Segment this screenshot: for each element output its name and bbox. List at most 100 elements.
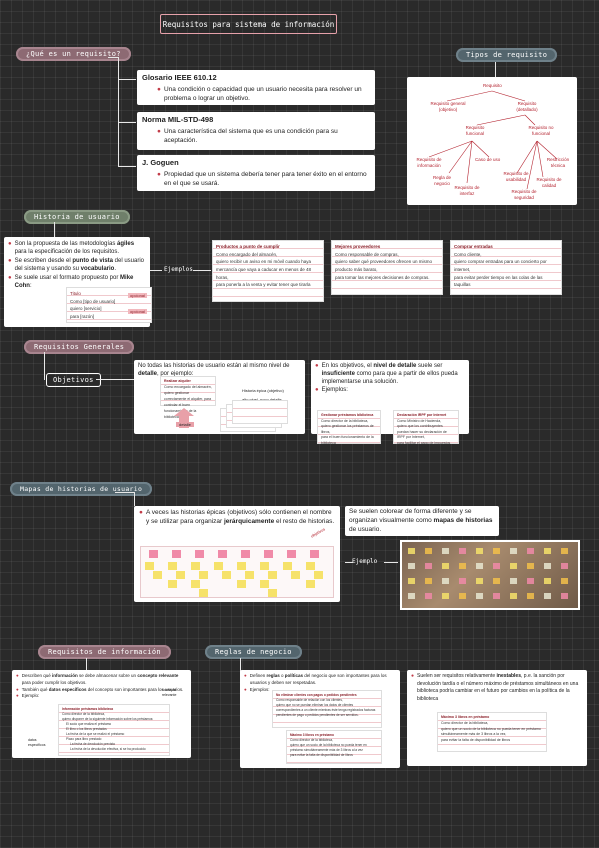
generales-card-ejemplos: ●En los objetivos, el nivel de detalle s… [311, 360, 469, 445]
connector [240, 658, 241, 672]
photo-sticky-note [493, 593, 500, 599]
story-sticky-note [268, 571, 277, 579]
photo-sticky-note [510, 563, 517, 569]
story-sticky-note [199, 571, 208, 579]
def-text: Una condición o capacidad que un usuario… [163, 86, 362, 102]
photo-sticky-note [561, 563, 568, 569]
ejemplos-label: Ejemplos [164, 266, 193, 273]
story-sticky-note [306, 580, 315, 588]
epic-sticky-note [195, 550, 204, 558]
story-sticky-note [191, 562, 200, 570]
epic-sticky-note [172, 550, 181, 558]
photo-sticky-note [425, 578, 432, 584]
story-sticky-note [237, 562, 246, 570]
def-term: Norma MIL-STD-498 [142, 115, 214, 124]
photo-sticky-note [476, 548, 483, 554]
photo-sticky-note [459, 548, 466, 554]
section-pill-informacion: Requisitos de información [38, 645, 171, 659]
story-sticky-note [245, 571, 254, 579]
tipo-general: Requisito general (objetivo) [430, 101, 466, 113]
photo-sticky-note [527, 578, 534, 584]
photo-sticky-note [561, 593, 568, 599]
photo-sticky-note [527, 548, 534, 554]
photo-sticky-note [408, 578, 415, 584]
tag-opcional: opcional [128, 309, 147, 315]
def-card-mil: Norma MIL-STD-498 ●Una característica de… [137, 112, 375, 150]
story-sticky-note [145, 562, 154, 570]
page-title: Requisitos para sistema de información [162, 19, 335, 29]
connector [150, 270, 162, 271]
objetivos-pill: Objetivos [46, 373, 101, 387]
mini-detail-card [232, 400, 288, 424]
photo-sticky-note [442, 563, 449, 569]
photo-sticky-note [544, 593, 551, 599]
section-pill-mapas: Mapas de historias de usuario [10, 482, 153, 496]
story-sticky-note [283, 562, 292, 570]
connector [108, 57, 118, 58]
photo-sticky-note [510, 548, 517, 554]
photo-sticky-note [442, 593, 449, 599]
story-sticky-note [291, 571, 300, 579]
story-sticky-note [199, 589, 208, 597]
objetivos-tag: objetivos [309, 526, 326, 539]
story-map-illustration [140, 546, 334, 598]
photo-sticky-note [544, 578, 551, 584]
page-title-box: Requisitos para sistema de información [160, 14, 337, 34]
mapas-card-epicas: ●A veces las historias épicas (objetivos… [134, 506, 340, 602]
ejemplo-label: Ejemplo [352, 558, 378, 565]
epic-sticky-note [218, 550, 227, 558]
story-sticky-note [306, 562, 315, 570]
story-sticky-note [268, 589, 277, 597]
photo-sticky-note [442, 578, 449, 584]
section-pill-reglas: Reglas de negocio [205, 645, 302, 659]
connector [495, 62, 496, 77]
tipos-diagram: Requisito Requisito general (objetivo) R… [407, 77, 577, 205]
informacion-card: ●Describen qué información se debe almac… [12, 670, 191, 758]
photo-sticky-note [408, 548, 415, 554]
epic-sticky-note [149, 550, 158, 558]
photo-sticky-note [442, 548, 449, 554]
story-sticky-note [314, 571, 323, 579]
tipo-funcional: Requisito funcional [465, 125, 485, 137]
historia-bullets: ●Son la propuesta de las metodologías ág… [4, 237, 152, 327]
reglas-card: ●Definen reglas o políticas del negocio … [240, 670, 400, 768]
epic-sticky-note [287, 550, 296, 558]
photo-sticky-note [459, 578, 466, 584]
photo-sticky-note [476, 578, 483, 584]
detalle-label: detalle [176, 422, 194, 428]
example-card-entradas: Comprar entradas Como cliente, quiero co… [450, 240, 562, 295]
reglas-inestables-card: ●Suelen ser requisitos relativamente ine… [407, 670, 587, 766]
photo-sticky-note [493, 548, 500, 554]
concepto-label: concepto relevante [162, 688, 177, 698]
datos-label: datos específicos [28, 738, 46, 748]
photo-sticky-note [493, 563, 500, 569]
section-pill-tipos: Tipos de requisito [456, 48, 558, 62]
connector [118, 57, 119, 167]
photo-sticky-note [476, 593, 483, 599]
section-pill-generales: Requisitos Generales [24, 340, 135, 354]
tipo-nofuncional: Requisito no funcional [528, 125, 554, 137]
def-text: Una característica del sistema que es un… [163, 128, 338, 144]
photo-sticky-note [408, 593, 415, 599]
connector [54, 222, 55, 238]
example-card-productos: Productos a punto de cumplir Como encarg… [212, 240, 324, 302]
epic-sticky-note [310, 550, 319, 558]
connector [345, 562, 353, 563]
connector [118, 166, 136, 167]
tipo-regla: Regla de negocio [432, 175, 451, 187]
story-sticky-note [222, 571, 231, 579]
photo-sticky-note [527, 593, 534, 599]
section-pill-que-es: ¿Qué es un requisito? [16, 47, 131, 61]
tipo-restriccion: Restricción técnica [546, 157, 570, 169]
photo-sticky-note [459, 563, 466, 569]
photo-sticky-note [425, 548, 432, 554]
tipo-detallado: Requisito (detallado) [516, 101, 538, 113]
mapas-card-colores: Se suelen colorear de forma diferente y … [345, 506, 499, 536]
epic-sticky-note [264, 550, 273, 558]
example-card-irpf: Declaración IRPF por Internet Como Minis… [393, 410, 459, 445]
example-card-proveedores: Mejores proveedores Como responsable de … [331, 240, 443, 295]
story-sticky-note [153, 571, 162, 579]
info-example-card: Información préstamos biblioteca Como di… [58, 704, 170, 756]
tipo-interfaz: Requisito de interfaz [454, 185, 480, 197]
